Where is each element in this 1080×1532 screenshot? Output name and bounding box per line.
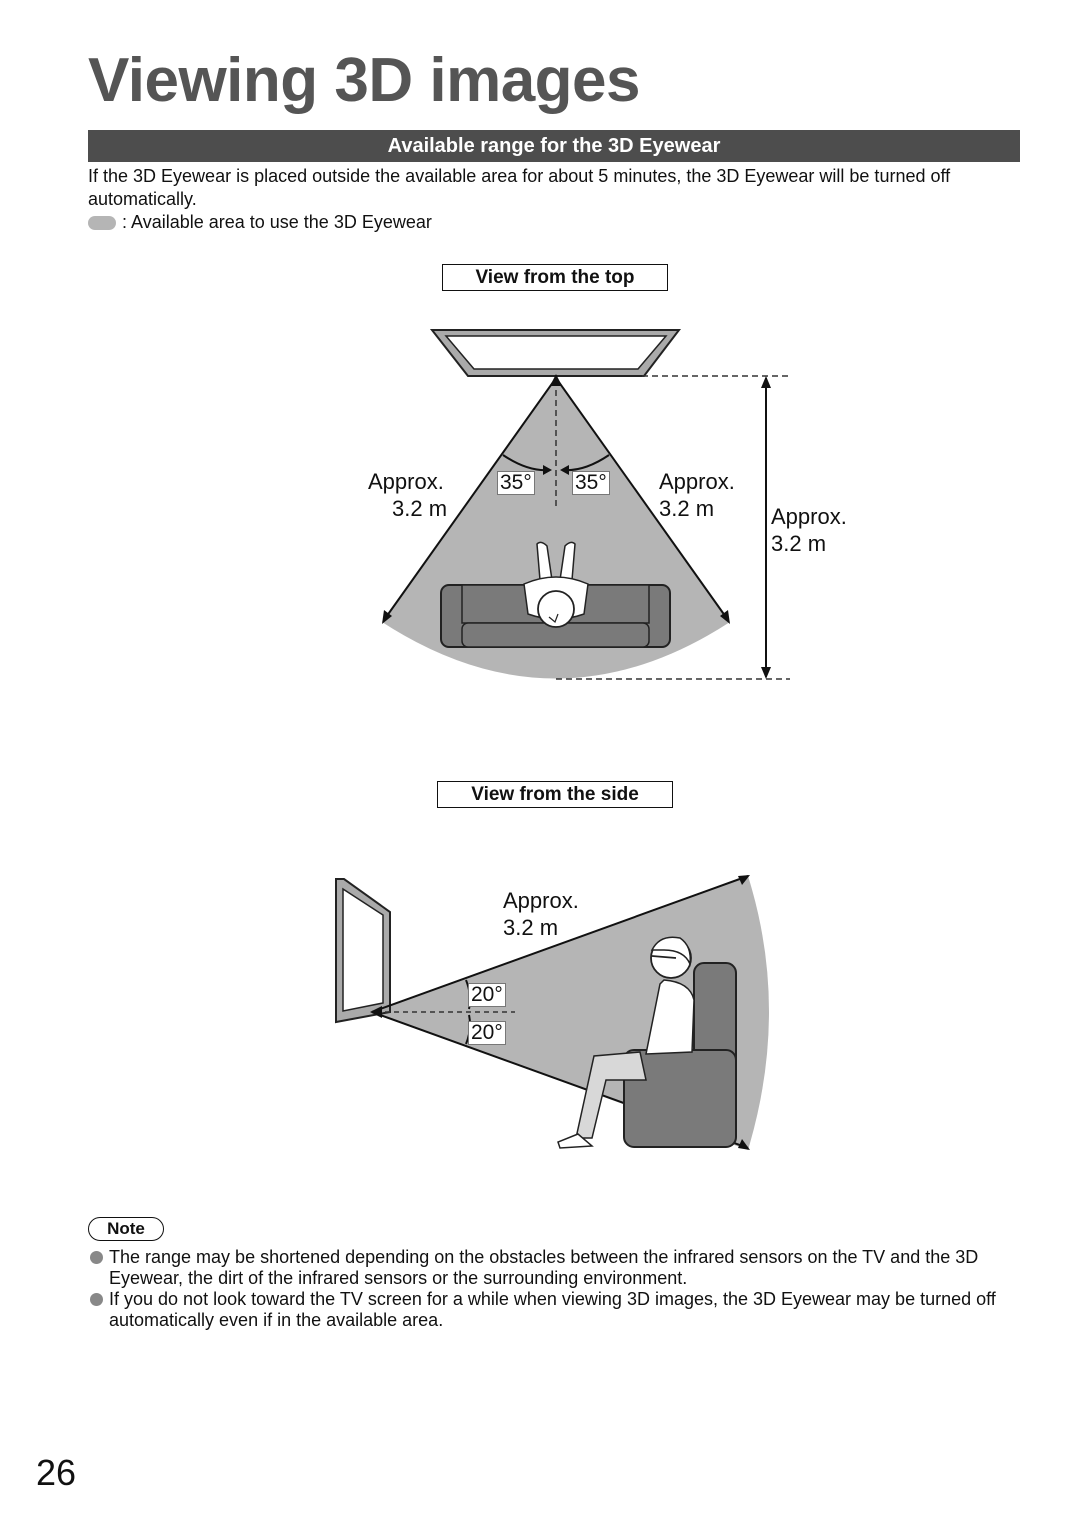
top-right-distance-line2: 3.2 m (659, 496, 715, 521)
top-view-diagram (382, 329, 790, 680)
side-distance-line1: Approx. (503, 888, 579, 913)
note-item: If you do not look toward the TV screen … (88, 1289, 1018, 1331)
note-item-text: The range may be shortened depending on … (109, 1247, 979, 1288)
top-view-label: View from the top (442, 264, 668, 291)
viewer-top-icon (523, 541, 589, 628)
note-label: Note (88, 1217, 164, 1241)
viewer-side-icon (557, 936, 695, 1149)
section-heading: Available range for the 3D Eyewear (88, 130, 1020, 162)
tv-side-icon (335, 878, 391, 1024)
top-right-angle: 35° (572, 471, 610, 495)
note-item-text: If you do not look toward the TV screen … (109, 1289, 996, 1330)
available-area-swatch (88, 215, 116, 230)
legend-text: : Available area to use the 3D Eyewear (122, 212, 432, 232)
top-depth-distance: Approx. 3.2 m (771, 503, 847, 557)
side-distance: Approx. 3.2 m (503, 887, 579, 941)
top-right-distance-line1: Approx. (659, 469, 735, 494)
top-depth-distance-line1: Approx. (771, 504, 847, 529)
page-title: Viewing 3D images (88, 46, 641, 115)
side-distance-line2: 3.2 m (503, 915, 559, 940)
notes-list: The range may be shortened depending on … (88, 1247, 1018, 1331)
bullet-icon (90, 1251, 103, 1264)
side-upper-angle: 20° (468, 983, 506, 1007)
top-depth-distance-line2: 3.2 m (771, 531, 827, 556)
intro-paragraph: If the 3D Eyewear is placed outside the … (88, 166, 951, 209)
note-item: The range may be shortened depending on … (88, 1247, 1018, 1289)
top-right-distance: Approx. 3.2 m (659, 468, 735, 522)
page-number: 26 (36, 1452, 77, 1493)
bullet-icon (90, 1293, 103, 1306)
top-left-distance-line1: Approx. (368, 469, 444, 494)
legend: : Available area to use the 3D Eyewear (88, 212, 432, 233)
side-lower-angle: 20° (468, 1021, 506, 1045)
armchair-side-icon (623, 962, 737, 1148)
side-view-label: View from the side (437, 781, 673, 808)
top-left-distance: Approx. 3.2 m (368, 468, 447, 522)
top-left-distance-line2: 3.2 m (392, 496, 448, 521)
top-left-angle: 35° (497, 471, 535, 495)
side-view-diagram (335, 875, 769, 1150)
